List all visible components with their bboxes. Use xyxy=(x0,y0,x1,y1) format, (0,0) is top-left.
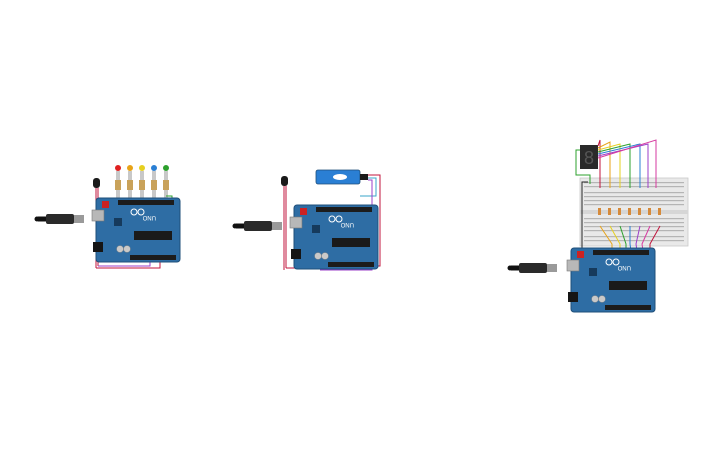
micro-servo[interactable] xyxy=(315,169,368,185)
temperature-sensor[interactable] xyxy=(281,176,288,270)
board-label: UNO xyxy=(142,214,156,220)
usb-cable[interactable] xyxy=(34,214,85,224)
led-orange[interactable] xyxy=(127,165,133,200)
led-yellow[interactable] xyxy=(139,165,145,200)
circuit-leds[interactable]: UNO xyxy=(34,165,181,269)
led-red[interactable] xyxy=(115,165,121,200)
arduino-uno-board[interactable]: UNO xyxy=(566,247,656,313)
circuit-seven-segment[interactable]: 8 UNO xyxy=(507,139,689,313)
arduino-uno-board[interactable]: UNO xyxy=(91,197,181,263)
circuit-servo[interactable]: UNO xyxy=(232,169,381,271)
seven-segment-display[interactable]: 8 xyxy=(580,145,598,169)
breadboard[interactable] xyxy=(579,177,689,247)
usb-cable[interactable] xyxy=(232,221,283,231)
usb-cable[interactable] xyxy=(507,263,558,273)
board-label: UNO xyxy=(340,221,354,227)
board-label: UNO xyxy=(617,264,631,270)
led-green[interactable] xyxy=(163,165,169,200)
led-blue[interactable] xyxy=(151,165,157,200)
seven-segment-digit: 8 xyxy=(584,148,594,168)
arduino-uno-board[interactable]: UNO xyxy=(289,204,379,270)
